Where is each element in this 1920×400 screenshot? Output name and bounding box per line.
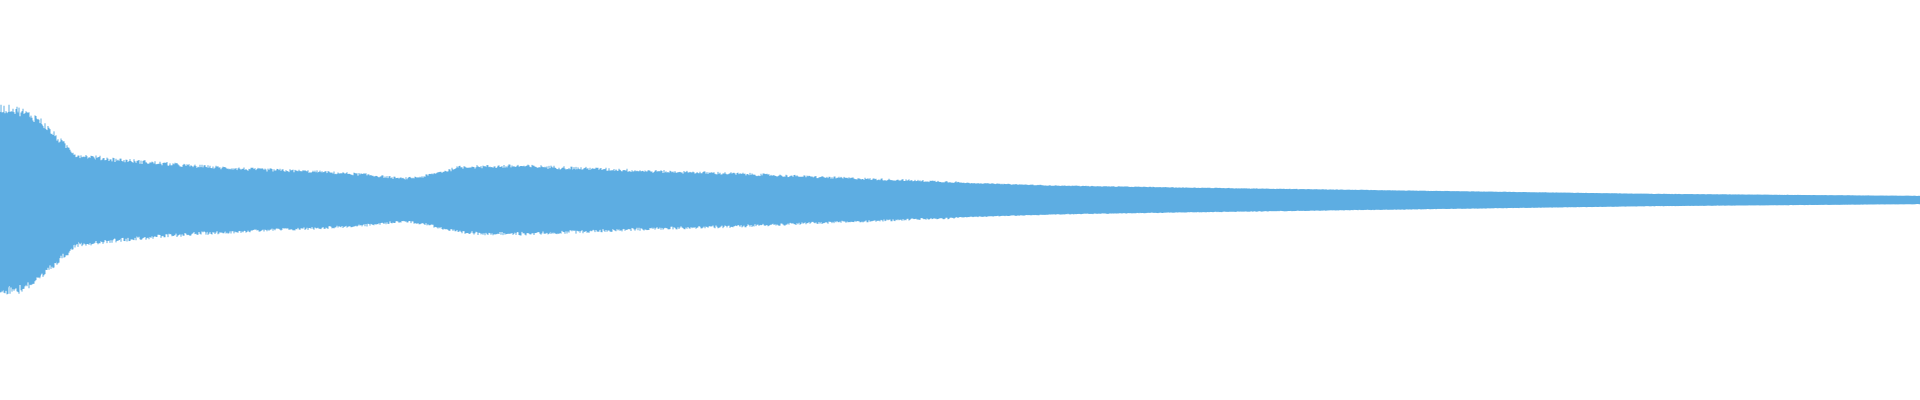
waveform-sample-detail xyxy=(0,104,1920,295)
